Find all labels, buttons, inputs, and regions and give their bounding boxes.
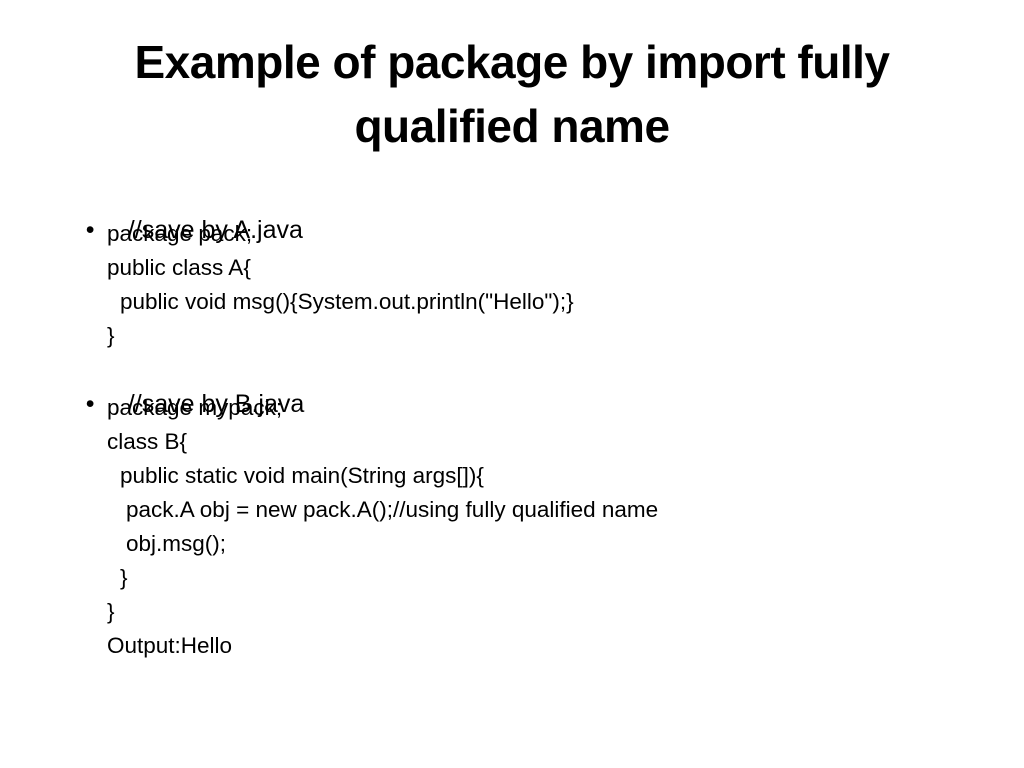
slide-title: Example of package by import fully quali… <box>40 30 984 158</box>
code-line-b-6: } <box>120 565 128 590</box>
bullet-dot: • <box>85 390 95 418</box>
bullet-dot: • <box>85 216 95 244</box>
code-line-b-7: } <box>107 599 115 624</box>
bullet-save-b: • //save by B.java <box>58 356 304 452</box>
bullet-save-b-text: //save by B.java <box>127 390 305 418</box>
bullet-save-a: • //save by A.java <box>58 182 303 278</box>
bullet-save-a-text: //save by A.java <box>127 216 303 244</box>
code-line-a-3: public void msg(){System.out.println("He… <box>120 289 574 314</box>
code-line-b-5: obj.msg(); <box>126 531 227 556</box>
code-line-b-2: class B{ <box>107 429 188 454</box>
slide-title-line-2: qualified name <box>354 100 670 152</box>
slide-title-line-1: Example of package by import fully <box>134 36 890 88</box>
code-line-b-1: package mypack; <box>107 395 283 420</box>
code-line-b-4: pack.A obj = new pack.A();//using fully … <box>126 497 659 522</box>
output-line: Output:Hello <box>107 633 233 658</box>
code-line-a-4: } <box>107 323 115 348</box>
code-line-b-3: public static void main(String args[]){ <box>120 463 484 488</box>
code-line-a-1: package pack; <box>107 221 253 246</box>
code-line-a-2: public class A{ <box>107 255 251 280</box>
